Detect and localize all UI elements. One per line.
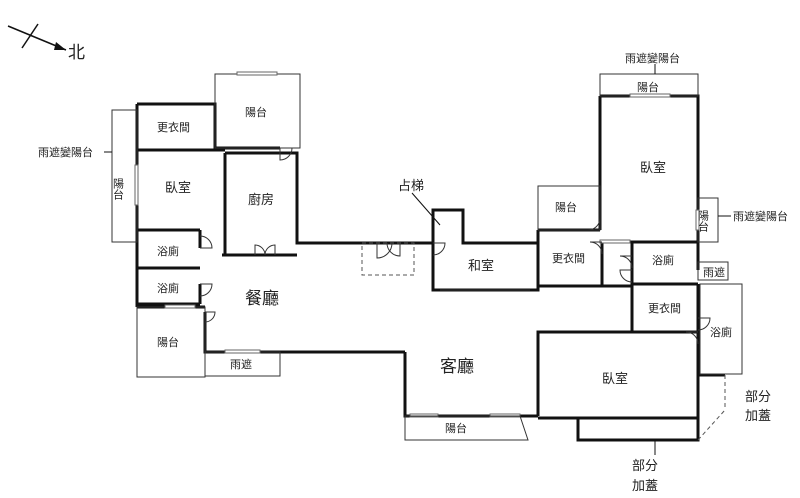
compass-arrowhead-icon	[54, 42, 66, 50]
room-balcony-mid-label: 陽台	[555, 200, 577, 214]
room-labels: 更衣間 陽台 臥室 廚房 浴廁 浴廁 陽台 雨遮 餐廳 客廳 和室 陽台 更衣間…	[112, 80, 733, 435]
room-rain-shelter-sw-label: 雨遮	[230, 357, 252, 371]
room-japanese-label: 和室	[468, 258, 494, 274]
compass-tick	[21, 23, 39, 49]
room-rain-shelter-e-label: 雨遮	[703, 265, 725, 279]
partial-cover-1-line2: 加蓋	[745, 409, 771, 424]
stair-pointer-line	[411, 192, 441, 226]
room-kitchen-label: 廚房	[248, 192, 274, 208]
compass: 北	[7, 23, 85, 63]
room-dining-label: 餐廳	[245, 289, 279, 309]
room-bedroom-se-label: 臥室	[602, 371, 628, 387]
west-wing-walls	[135, 102, 433, 354]
rain-balcony-right-label: 雨遮變陽台	[733, 209, 788, 223]
west-balconies	[111, 71, 301, 378]
compass-north-label: 北	[68, 43, 85, 63]
room-living-label: 客廳	[440, 357, 474, 377]
room-bedroom-w-label: 臥室	[165, 180, 191, 196]
room-bath-w1-label: 浴廁	[157, 244, 179, 258]
east-doors	[587, 217, 711, 345]
partial-cover-2-line1: 部分	[632, 459, 658, 474]
room-bedroom-ne-label: 臥室	[640, 160, 666, 176]
room-dressing-mid-label: 更衣間	[552, 251, 585, 265]
room-balcony-nw-label: 陽台	[245, 105, 267, 119]
partial-cover-2-line2: 加蓋	[632, 479, 658, 494]
room-dressing-se-label: 更衣間	[648, 301, 681, 315]
room-bath-e1-label: 浴廁	[652, 253, 674, 267]
annotation-labels: 占梯 雨遮變陽台 雨遮變陽台 雨遮變陽台 部分 加蓋 部分 加蓋	[38, 51, 788, 494]
partial-cover-1-line1: 部分	[745, 390, 771, 405]
rain-balcony-top-label: 雨遮變陽台	[625, 51, 680, 65]
west-doors	[199, 147, 293, 323]
east-balconies	[537, 73, 743, 441]
room-bath-e2-label: 浴廁	[710, 325, 732, 339]
rain-balcony-left-label: 雨遮變陽台	[38, 145, 93, 159]
room-bath-w2-label: 浴廁	[157, 281, 179, 295]
room-balcony-ne-label: 陽台	[637, 80, 659, 94]
center-block	[361, 192, 540, 292]
room-balcony-w-side-label: 陽台	[112, 178, 125, 200]
room-balcony-sw-label: 陽台	[157, 335, 179, 349]
room-balcony-e-side-label: 陽台	[697, 210, 710, 232]
living-walls	[403, 330, 632, 441]
stair-area-label: 占梯	[398, 179, 424, 194]
room-dressing-nw-label: 更衣間	[157, 120, 190, 134]
room-balcony-s-label: 陽台	[445, 421, 467, 435]
